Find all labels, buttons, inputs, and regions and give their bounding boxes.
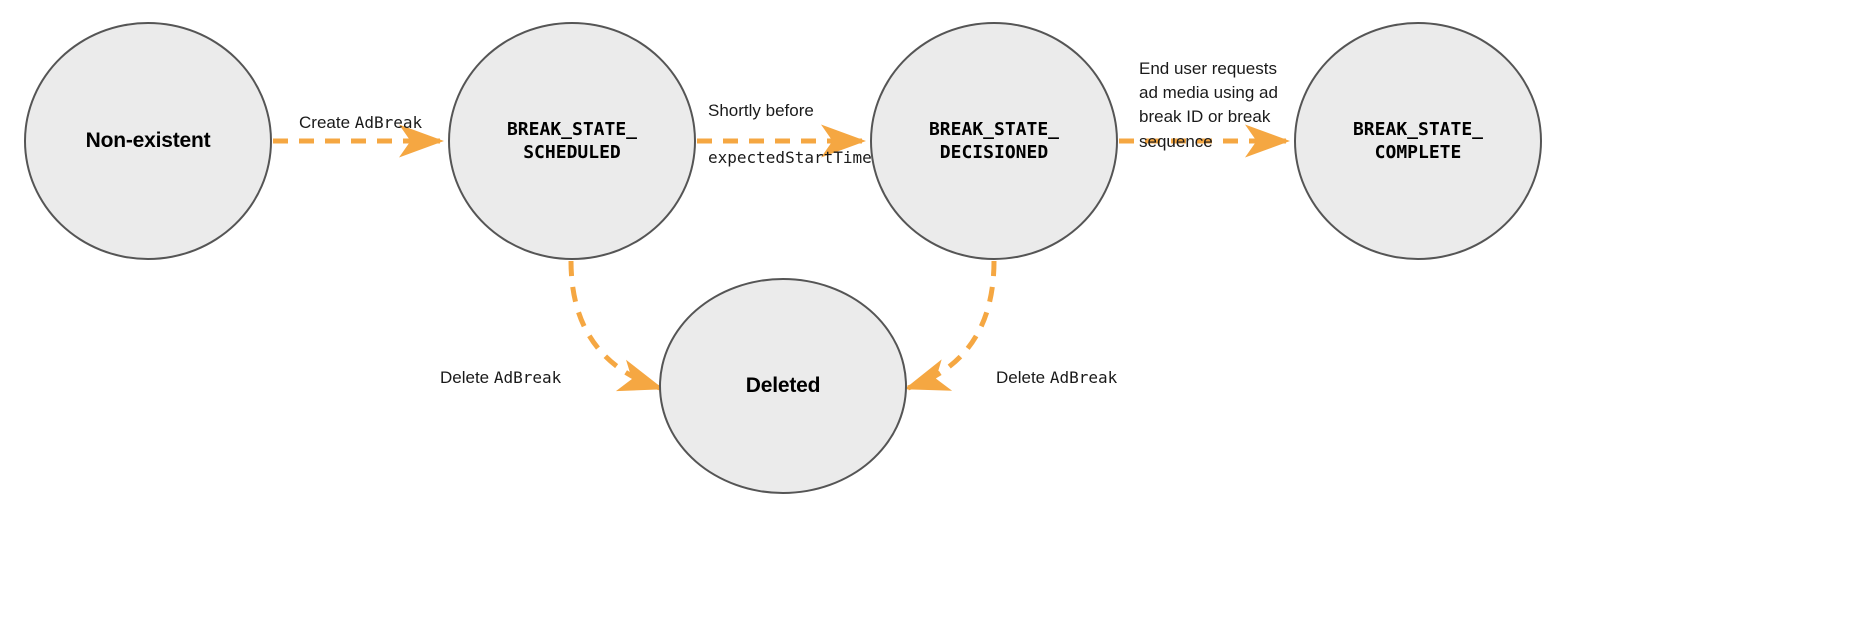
edge-label-expected-start-time-code: expectedStartTime bbox=[708, 148, 872, 168]
edge-label-shortly-before: Shortly before expectedStartTime bbox=[708, 75, 872, 194]
edge-label-delete-from-decisioned-code: AdBreak bbox=[1049, 368, 1118, 388]
edge-label-end-user-requests-prose: End user requests ad media using ad brea… bbox=[1139, 59, 1278, 151]
node-label-break-state-complete: BREAK_STATE_ COMPLETE bbox=[1352, 118, 1484, 163]
node-break-state-scheduled[interactable]: BREAK_STATE_ SCHEDULED bbox=[448, 22, 696, 260]
edge-label-delete-from-scheduled-code: AdBreak bbox=[493, 368, 562, 388]
edge-label-create-adbreak-prose: Create bbox=[299, 113, 355, 133]
edge-label-shortly-before-prose: Shortly before bbox=[708, 101, 814, 121]
edge-label-end-user-requests: End user requests ad media using ad brea… bbox=[1139, 33, 1278, 154]
edge-delete-from-scheduled bbox=[568, 260, 664, 392]
node-label-break-state-scheduled: BREAK_STATE_ SCHEDULED bbox=[506, 118, 638, 163]
edge-label-create-adbreak: Create AdBreak bbox=[299, 87, 422, 135]
node-label-deleted: Deleted bbox=[745, 373, 821, 397]
node-deleted[interactable]: Deleted bbox=[659, 278, 907, 494]
edge-label-create-adbreak-code: AdBreak bbox=[354, 113, 423, 133]
edge-label-delete-from-decisioned: Delete AdBreak bbox=[996, 342, 1117, 390]
edge-delete-from-decisioned bbox=[904, 260, 997, 391]
node-label-break-state-decisioned: BREAK_STATE_ DECISIONED bbox=[928, 118, 1060, 163]
edge-label-delete-from-scheduled: Delete AdBreak bbox=[440, 342, 561, 390]
edge-label-delete-from-decisioned-prose: Delete bbox=[996, 368, 1050, 388]
node-label-non-existent: Non-existent bbox=[85, 128, 211, 152]
edge-label-delete-from-scheduled-prose: Delete bbox=[440, 368, 494, 388]
node-break-state-decisioned[interactable]: BREAK_STATE_ DECISIONED bbox=[870, 22, 1118, 260]
node-non-existent[interactable]: Non-existent bbox=[24, 22, 272, 260]
node-break-state-complete[interactable]: BREAK_STATE_ COMPLETE bbox=[1294, 22, 1542, 260]
